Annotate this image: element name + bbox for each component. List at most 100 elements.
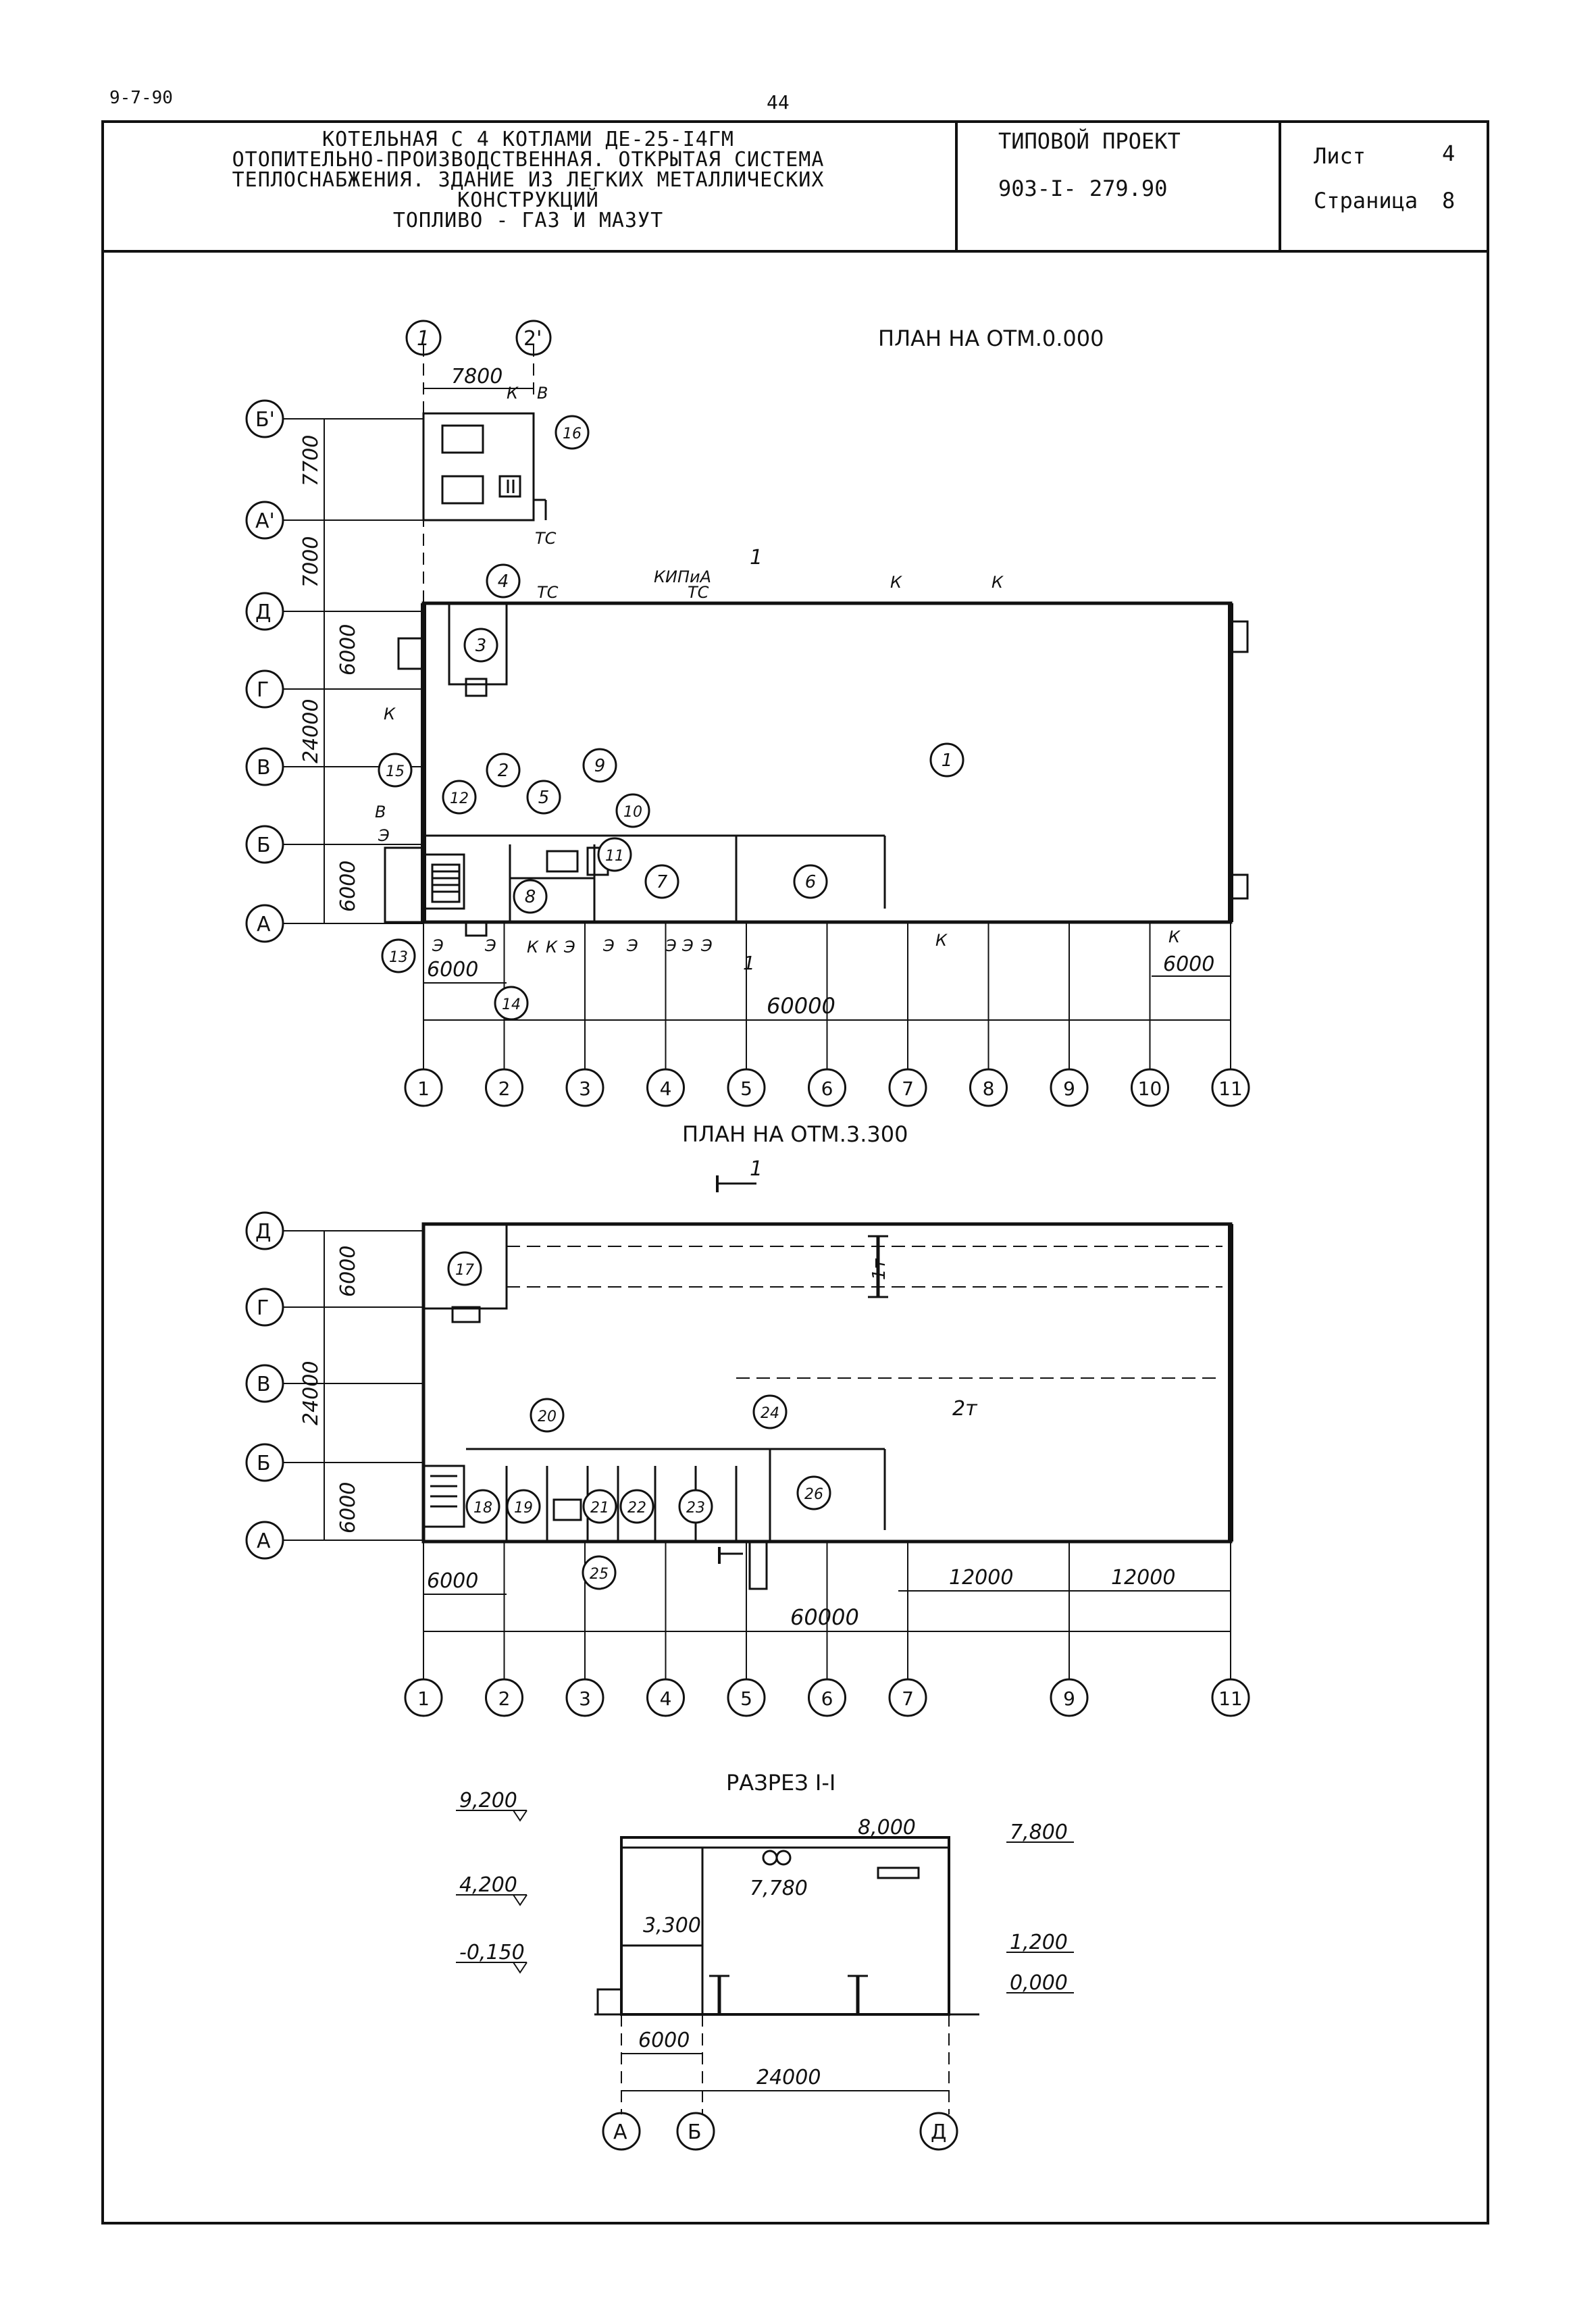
room-tag-5: 5 xyxy=(538,788,550,808)
room-tag-circle-12 xyxy=(442,780,477,815)
plan2-axis-label-9: 9 xyxy=(1063,1687,1075,1710)
mark-section-bottom: 1 xyxy=(743,952,755,974)
project-label: ТИПОВОЙ ПРОЕКТ xyxy=(998,128,1181,154)
page-value: 8 xyxy=(1442,188,1456,213)
plan1-axis-label-8: 8 xyxy=(983,1077,995,1100)
section-title: РАЗРЕЗ I-I xyxy=(726,1770,835,1796)
room-tag-16: 16 xyxy=(563,426,582,442)
level-7780: 7,780 xyxy=(750,1877,808,1900)
room-tag-19: 19 xyxy=(514,1500,533,1517)
room-tag-10: 10 xyxy=(623,804,642,821)
plan1-left-axis-leaders xyxy=(283,418,423,924)
plan2-axis-circle-6 xyxy=(808,1678,846,1717)
plan1-axis-circle-7 xyxy=(888,1068,927,1107)
room-tag-22: 22 xyxy=(627,1500,646,1517)
dim-bay-1011: 6000 xyxy=(1163,952,1214,976)
mark-e-left: Э xyxy=(378,826,390,845)
plan1-axis-circle-3 xyxy=(565,1068,604,1107)
title-line-5: ТОПЛИВО - ГАЗ И МАЗУТ xyxy=(392,209,664,232)
dim-total-length: 60000 xyxy=(767,993,835,1019)
mark-tc-2: ТС xyxy=(688,583,709,602)
room-tag-circle-13 xyxy=(381,938,416,973)
title-block: КОТЕЛЬНАЯ С 4 КОТЛАМИ ДЕ-25-I4ГМ ОТОПИТЕ… xyxy=(101,120,1489,253)
mark-tc-1: ТС xyxy=(537,583,559,602)
plan1-axis-circle-8 xyxy=(969,1068,1008,1107)
plan2-dim-bay-79: 12000 xyxy=(949,1566,1013,1590)
level-8000: 8,000 xyxy=(858,1816,916,1839)
room-tag-circle-20 xyxy=(530,1398,565,1433)
plan2-building xyxy=(421,1222,1233,1590)
plan1-axis-circle-11 xyxy=(1211,1068,1250,1107)
plan2-axis-label-1: 1 xyxy=(417,1687,430,1710)
plan2-section-label: 1 xyxy=(750,1157,763,1181)
plan1-axis-circle-10 xyxy=(1131,1068,1169,1107)
plan1-left-axis-A: А xyxy=(257,913,271,936)
plan2-axis-label-4: 4 xyxy=(660,1687,672,1710)
drawing-frame xyxy=(101,120,1489,2225)
plan1-axis-circle-6 xyxy=(808,1068,846,1107)
mark-k-left: К xyxy=(384,705,396,723)
plan1-dimensions: 7800 7700 7000 6000 24000 6000 6000 6000… xyxy=(299,365,1231,1021)
room-tag-circle-23 xyxy=(678,1489,713,1524)
room-tag-7: 7 xyxy=(657,872,668,892)
room-tag-26: 26 xyxy=(804,1486,823,1503)
plan1-axis-circle-4 xyxy=(646,1068,685,1107)
room-tag-circle-15 xyxy=(378,753,413,788)
plan2-left-axis-G: Г xyxy=(257,1296,269,1320)
plan2-left-axes: Д Г В Б А xyxy=(245,1211,284,1560)
room-tag-1: 1 xyxy=(942,751,953,771)
plan2-axis-circle-5 xyxy=(727,1678,766,1717)
mark-k-1: К xyxy=(890,573,902,592)
plan1-top-axis-2prime: 2' xyxy=(523,327,542,351)
plan2-left-axis-A: А xyxy=(257,1529,271,1553)
room-tag-circle-14 xyxy=(494,986,529,1021)
room-tag-circle-10 xyxy=(615,793,650,828)
project-number: 903-I- 279.90 xyxy=(998,176,1168,201)
mark-k-2: К xyxy=(992,573,1004,592)
room-tag-12: 12 xyxy=(450,790,469,807)
plan1-axis-label-4: 4 xyxy=(660,1077,672,1100)
room-tag-circle-6 xyxy=(793,864,828,899)
section-axis-B: Б xyxy=(688,2120,702,2144)
section-levels: 9,200 4,200 -0,150 3,300 8,000 7,780 7,8… xyxy=(459,1789,1068,1995)
plan1-top-axis-1: 1 xyxy=(417,327,430,351)
section-axis-D: Д xyxy=(931,2120,946,2144)
plan2-axis-label-11: 11 xyxy=(1218,1687,1243,1710)
room-tag-circle-2 xyxy=(486,753,521,788)
room-tag-circle-18 xyxy=(465,1489,500,1524)
plan1-left-axis-G: Г xyxy=(257,678,269,702)
mark-e-b1: Э xyxy=(432,936,444,955)
room-tag-circle-11 xyxy=(597,837,632,872)
room-tag-8: 8 xyxy=(525,887,536,907)
section-level-leaders xyxy=(456,1810,1074,1993)
mark-kipia: КИПиА xyxy=(654,567,711,586)
mark-v-top: В xyxy=(537,384,548,403)
plan2-dim-bay-911: 12000 xyxy=(1111,1566,1175,1590)
room-tag-21: 21 xyxy=(590,1500,609,1517)
room-tag-14: 14 xyxy=(502,996,521,1013)
room-tag-11: 11 xyxy=(605,848,624,865)
plan2-title: ПЛАН НА ОТМ.3.300 xyxy=(682,1121,908,1147)
level-1200: 1,200 xyxy=(1010,1931,1068,1954)
room-tag-circle-7 xyxy=(644,864,679,899)
room-tag-13: 13 xyxy=(389,949,408,966)
room-tag-18: 18 xyxy=(473,1500,492,1517)
plan2-dim-bay-12: 6000 xyxy=(427,1569,478,1593)
dim-total-height: 24000 xyxy=(299,699,323,763)
section-axes: А Б Д xyxy=(602,2112,958,2151)
sheet-label: Лист xyxy=(1314,143,1366,169)
section-dim-ab: 6000 xyxy=(638,2029,690,2052)
title-line-3: ТЕПЛОСНАБЖЕНИЯ. ЗДАНИЕ ИЗ ЛЕГКИХ МЕТАЛЛИ… xyxy=(232,168,825,192)
plan2-axis-circle-11 xyxy=(1211,1678,1250,1717)
plan1-axis-label-1: 1 xyxy=(417,1077,430,1100)
room-tag-circle-19 xyxy=(506,1489,541,1524)
level-4200: 4,200 xyxy=(459,1873,517,1897)
annex-building xyxy=(422,412,547,522)
plan1-marks: К В ТС ТС КИПиА ТС 1 К К К В Э Э Э К К Э… xyxy=(375,384,1181,974)
plan1-axis-label-11: 11 xyxy=(1218,1077,1243,1100)
room-tag-25: 25 xyxy=(590,1566,609,1583)
room-tag-17: 17 xyxy=(455,1262,474,1279)
plan2-dim-ab: 6000 xyxy=(336,1482,360,1533)
